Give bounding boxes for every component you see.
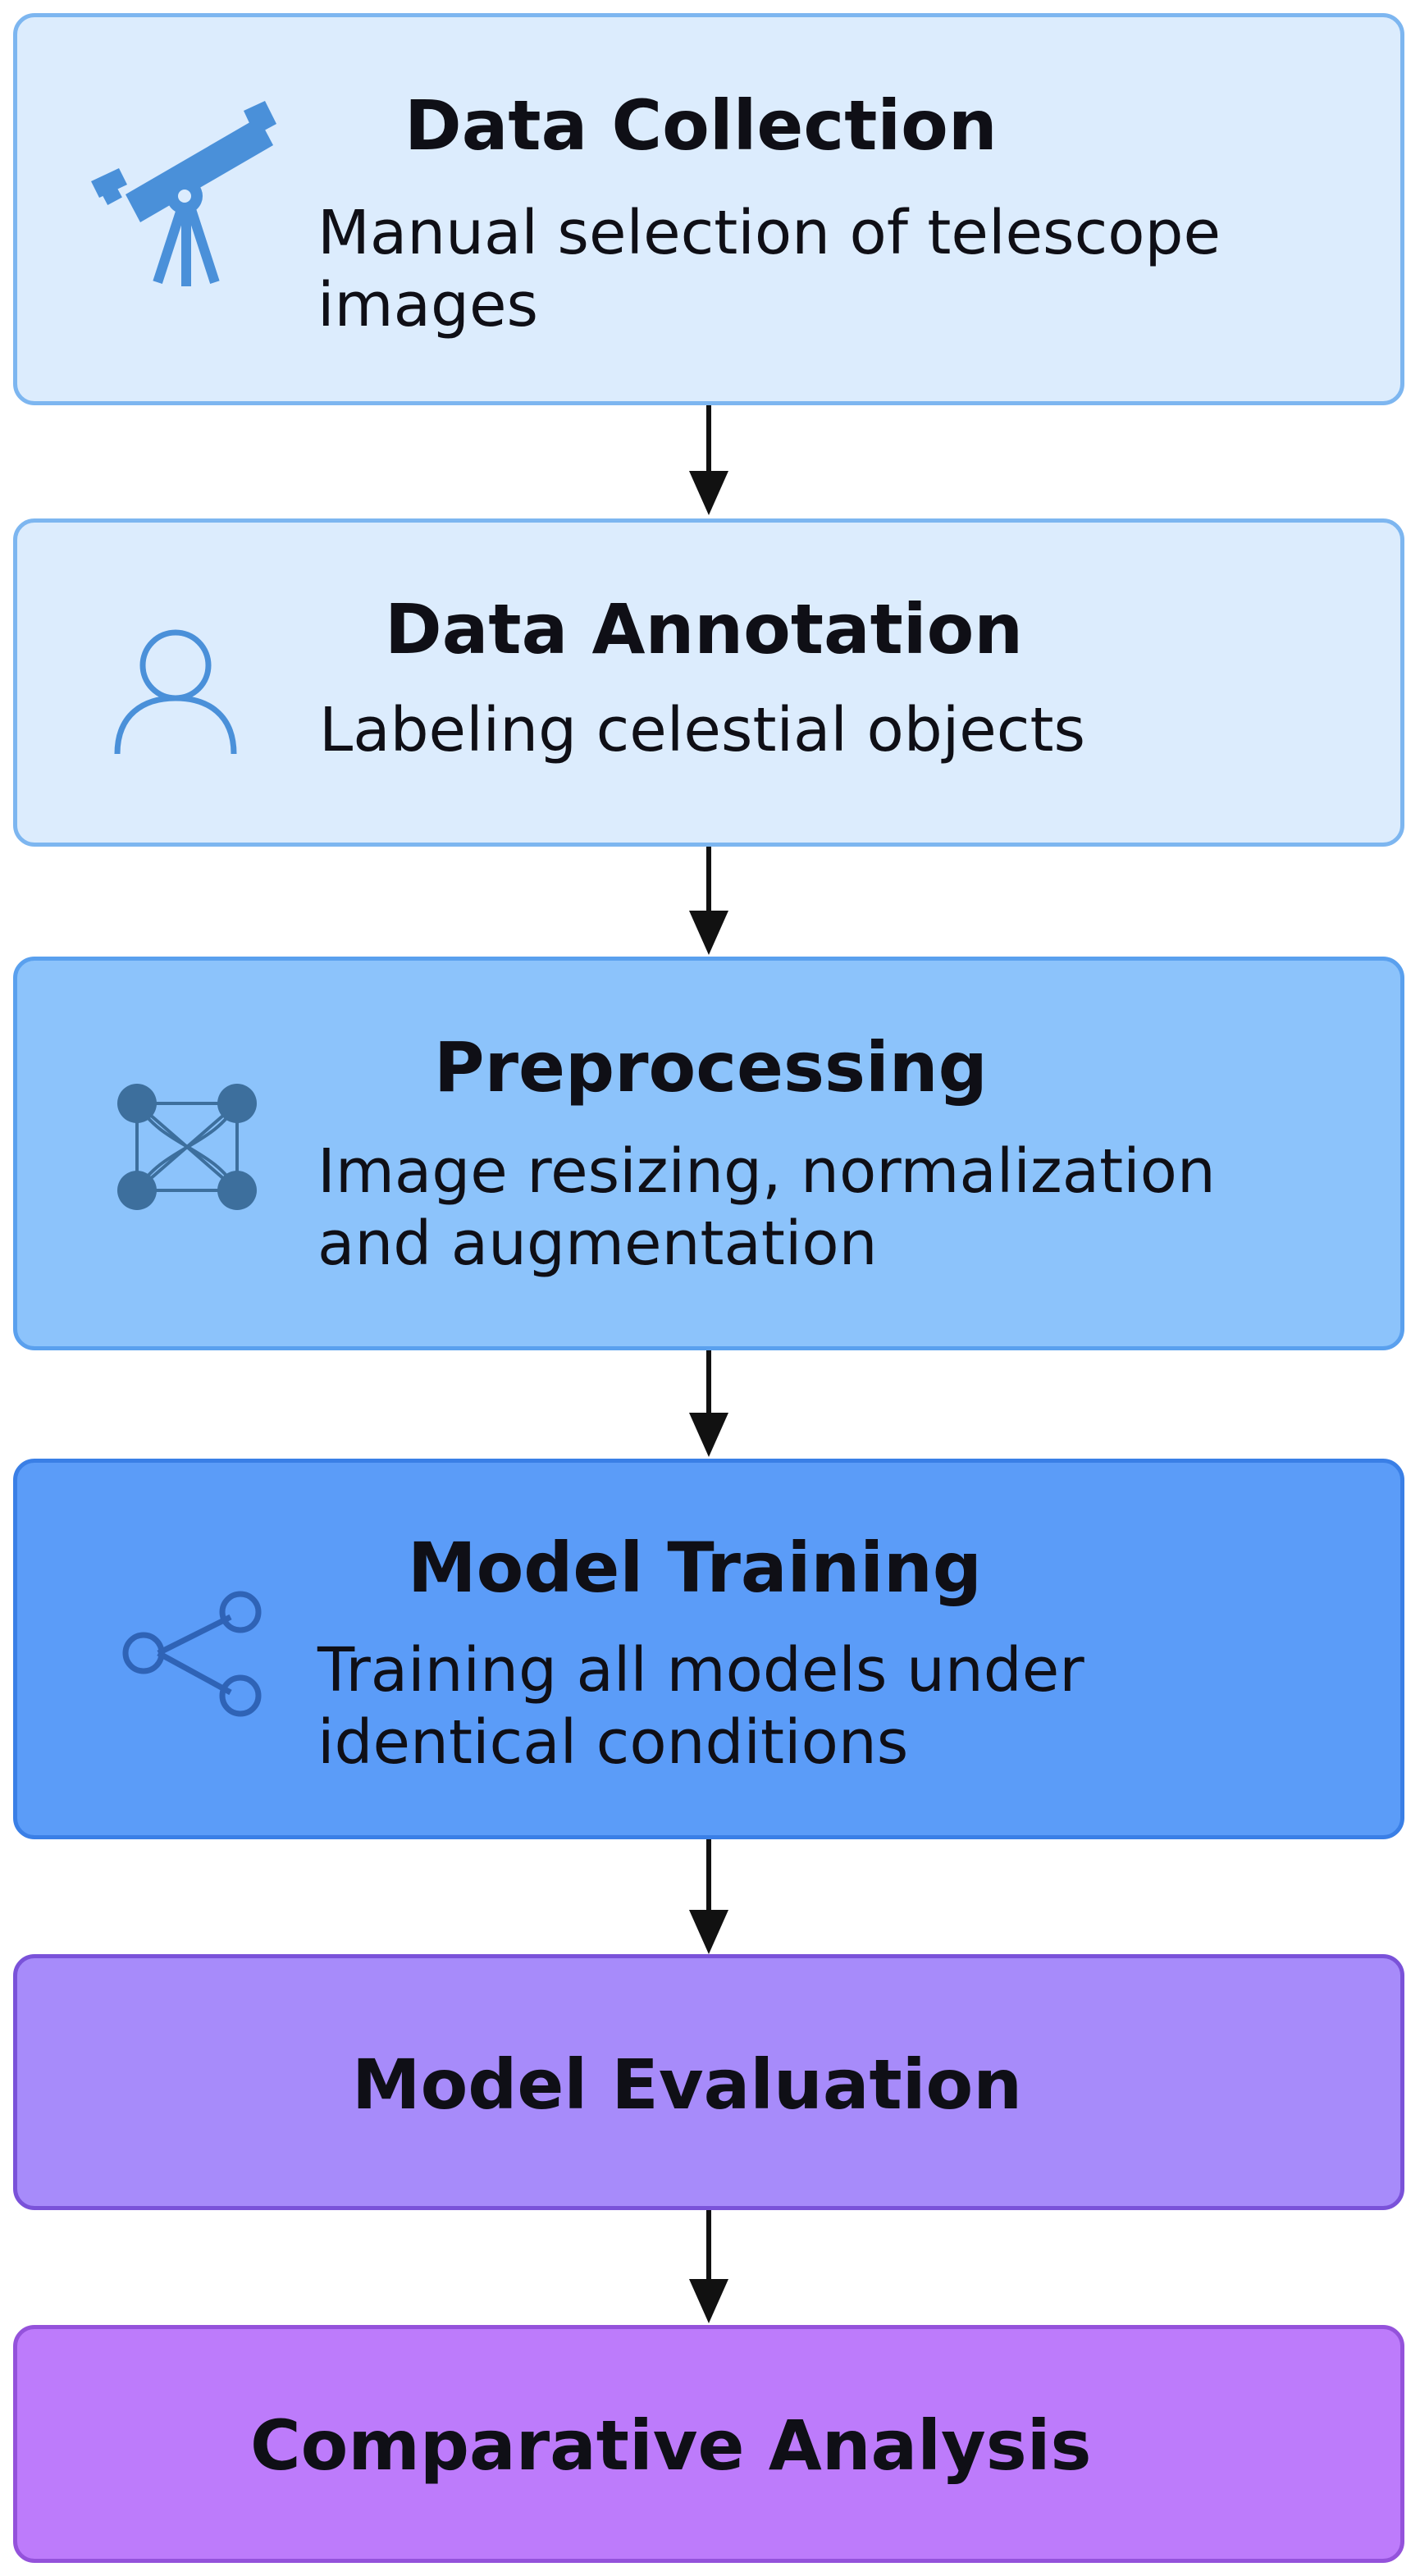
step-data-annotation: Data Annotation Labeling celestial objec…: [13, 518, 1404, 847]
step-model-training: Model Training Training all models under…: [13, 1459, 1404, 1839]
step-title: Model Evaluation: [352, 2044, 1022, 2125]
network-graph-icon: [106, 1069, 270, 1233]
step-title: Comparative Analysis: [250, 2405, 1092, 2486]
step-description-line-1: Manual selection of telescope: [317, 198, 1221, 268]
step-comparative-analysis: Comparative Analysis: [13, 2325, 1404, 2563]
person-icon: [106, 623, 245, 762]
step-description-line-2: images: [317, 270, 539, 340]
arrow-collection-to-annotation: [689, 405, 728, 515]
share-icon: [116, 1584, 280, 1724]
step-title: Preprocessing: [434, 1027, 988, 1108]
step-data-collection: Data Collection Manual selection of tele…: [13, 13, 1404, 405]
step-description-line-2: identical conditions: [317, 1707, 909, 1778]
step-preprocessing: Preprocessing Image resizing, normalizat…: [13, 957, 1404, 1350]
step-description-line-1: Labeling celestial objects: [319, 695, 1086, 765]
arrow-annotation-to-preprocessing: [689, 847, 728, 955]
step-title: Data Collection: [404, 85, 998, 166]
arrow-training-to-evaluation: [689, 1839, 728, 1954]
step-description-line-1: Training all models under: [317, 1635, 1084, 1706]
step-title: Model Training: [408, 1528, 982, 1608]
step-title: Data Annotation: [385, 589, 1024, 669]
step-description-line-1: Image resizing, normalization: [317, 1136, 1216, 1207]
step-model-evaluation: Model Evaluation: [13, 1954, 1404, 2210]
step-description-line-2: and augmentation: [317, 1208, 878, 1279]
telescope-icon: [76, 99, 281, 288]
arrow-preprocessing-to-training: [689, 1350, 728, 1457]
arrow-evaluation-to-analysis: [689, 2210, 728, 2323]
